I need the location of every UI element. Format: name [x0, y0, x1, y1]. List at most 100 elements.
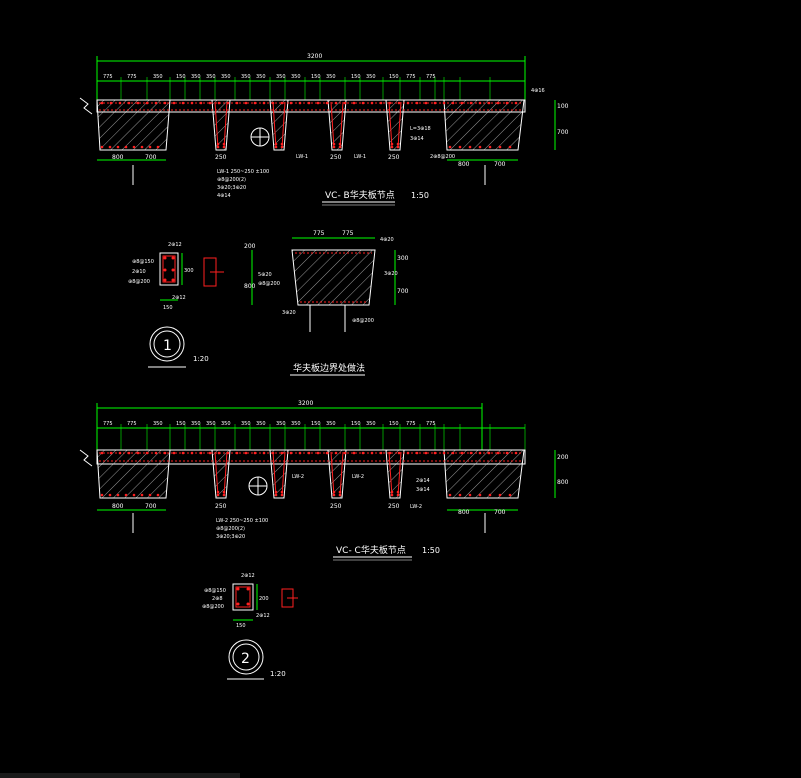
vcc-dim-label-14: 350: [366, 421, 376, 427]
detail2-label-7: 200: [259, 596, 269, 602]
vcb-dim-label-12: 350: [326, 74, 336, 80]
detail1-label-2: ⊕8@150: [132, 259, 154, 265]
vcb-title: VC- B华夫板节点: [325, 189, 395, 201]
vcc-dimension-ticks: [96, 424, 526, 450]
vcb-bottom-dim-4: 250: [330, 154, 342, 161]
vcb-bottom-dim-7: 700: [494, 161, 506, 168]
vcc-dim-label-16: 775: [406, 421, 416, 427]
edge-right-dim-1: 300: [397, 255, 409, 262]
edge-section: 775 775 200 800 300 700 4⊕20 5⊕20 ⊕8@200…: [244, 230, 409, 376]
vcc-callout-2: ⊕8@200(2): [216, 526, 245, 532]
vcc-dim-label-3: 150: [176, 421, 186, 427]
vcc-dim-label-12: 350: [326, 421, 336, 427]
vcc-rib-3: [385, 449, 405, 499]
vcc-dim-label-0: 775: [103, 421, 113, 427]
vcb-bottom-dim-5: 250: [388, 154, 400, 161]
section-vcb: 3200 775 775 350 150 350 350 350 350 350 350 350 15…: [79, 53, 569, 206]
vcb-dim-label-10: 350: [291, 74, 301, 80]
vcc-callout-8: 3⊕14: [416, 487, 430, 493]
edge-top-dim-2: 775: [342, 230, 354, 237]
vcb-dim-label-5: 350: [206, 74, 216, 80]
vcb-left-pier: [96, 99, 171, 151]
vcc-callout-7: 2⊕14: [416, 478, 430, 484]
edge-top-dim-1: 775: [313, 230, 325, 237]
edge-title: 华夫板边界处做法: [293, 362, 365, 374]
edge-label-1: 4⊕20: [380, 237, 394, 243]
vcc-dim-label-17: 775: [426, 421, 436, 427]
vcb-callout-3: 3⊕20;3⊕20: [217, 185, 246, 191]
detail2-bubble: [228, 639, 264, 675]
vcc-bottom-dim-4: 250: [330, 503, 342, 510]
edge-label-6: ⊕8@200: [352, 318, 374, 324]
vcb-dim-label-3: 150: [176, 74, 186, 80]
vcb-right-dim-1: 100: [557, 103, 569, 110]
detail2-label-5: 2⊕12: [256, 613, 270, 619]
vcc-ribs: [211, 449, 405, 499]
vcc-callout-4: LW-2: [292, 474, 304, 480]
vcb-callout-8: LW-1: [296, 154, 308, 160]
vcc-callout-6: LW-2: [410, 504, 422, 510]
vcc-dim-label-4: 350: [191, 421, 201, 427]
detail1-label-6: 150: [163, 305, 173, 311]
vcb-dim-label-11: 150: [311, 74, 321, 80]
vcb-bottom-dim-6: 800: [458, 161, 470, 168]
detail-2: 2⊕12 ⊕8@150 2⊕8 ⊕8@200 2⊕12 150 200 2 1:…: [202, 573, 298, 680]
vcb-callout-5: L=3⊕18: [410, 126, 431, 132]
vcc-bottom-dim-5: 250: [388, 503, 400, 510]
vcc-callout-1: LW-2 250~250 ±100: [216, 518, 268, 524]
vcc-left-pier: [96, 449, 171, 499]
vcb-callout-6: 3⊕14: [410, 136, 424, 142]
vcc-dim-label-2: 350: [153, 421, 163, 427]
vcc-bottom-dim-7: 700: [494, 509, 506, 516]
vcb-bottom-dim-1: 800: [112, 154, 124, 161]
edge-right-dim-2: 700: [397, 288, 409, 295]
vcb-ribs: [211, 99, 405, 151]
edge-pier: [291, 249, 376, 306]
vcb-dim-label-4: 350: [191, 74, 201, 80]
detail1-label-5: 2⊕12: [172, 295, 186, 301]
vcb-rib-3: [385, 99, 405, 151]
vcb-dim-label-15: 150: [389, 74, 399, 80]
vcc-title: VC- C华夫板节点: [336, 544, 406, 556]
vcc-right-dim-1: 200: [557, 454, 569, 461]
detail2-label-2: ⊕8@150: [204, 588, 226, 594]
vcb-dim-label-7: 350: [241, 74, 251, 80]
detail2-scale: 1:20: [270, 670, 286, 678]
vcc-dim-label-5: 350: [206, 421, 216, 427]
vcb-dim-label-17: 775: [426, 74, 436, 80]
vcb-total-dim: 3200: [307, 53, 322, 60]
detail1-scale: 1:20: [193, 355, 209, 363]
vcc-right-dim-2: 800: [557, 479, 569, 486]
vcb-dim-label-14: 350: [366, 74, 376, 80]
vcc-dim-label-9: 350: [276, 421, 286, 427]
vcb-callout-2: ⊕8@200(2): [217, 177, 246, 183]
vcb-callout-10: 4⊕16: [531, 88, 545, 94]
detail2-label-1: 2⊕12: [241, 573, 255, 579]
vcb-rib-0: [211, 99, 231, 151]
vcc-dim-label-15: 150: [389, 421, 399, 427]
vcb-callout-4: 4⊕14: [217, 193, 231, 199]
vcb-dimension-ticks: [96, 77, 526, 100]
detail2-label-6: 150: [236, 623, 246, 629]
vcc-bottom-dim-6: 800: [458, 509, 470, 516]
detail1-bubble: [149, 326, 185, 362]
vcc-dim-label-13: 150: [351, 421, 361, 427]
vcc-right-pier: [443, 449, 525, 499]
vcc-rib-1: [269, 449, 289, 499]
edge-left-dim-2: 800: [244, 283, 256, 290]
vcc-dim-label-11: 150: [311, 421, 321, 427]
vcc-bottom-dim-1: 800: [112, 503, 124, 510]
vcb-dim-label-1: 775: [127, 74, 137, 80]
detail1-label-4: ⊕8@200: [128, 279, 150, 285]
vcb-dim-label-9: 350: [276, 74, 286, 80]
vcc-bottom-dim-2: 700: [145, 503, 157, 510]
vcb-dim-label-8: 350: [256, 74, 266, 80]
detail2-number: 2: [241, 651, 250, 667]
vcb-callout-9: LW-1: [354, 154, 366, 160]
vcb-dim-label-0: 775: [103, 74, 113, 80]
vcb-dim-label-16: 775: [406, 74, 416, 80]
vcc-dim-label-6: 350: [221, 421, 231, 427]
vcc-dim-label-1: 775: [127, 421, 137, 427]
